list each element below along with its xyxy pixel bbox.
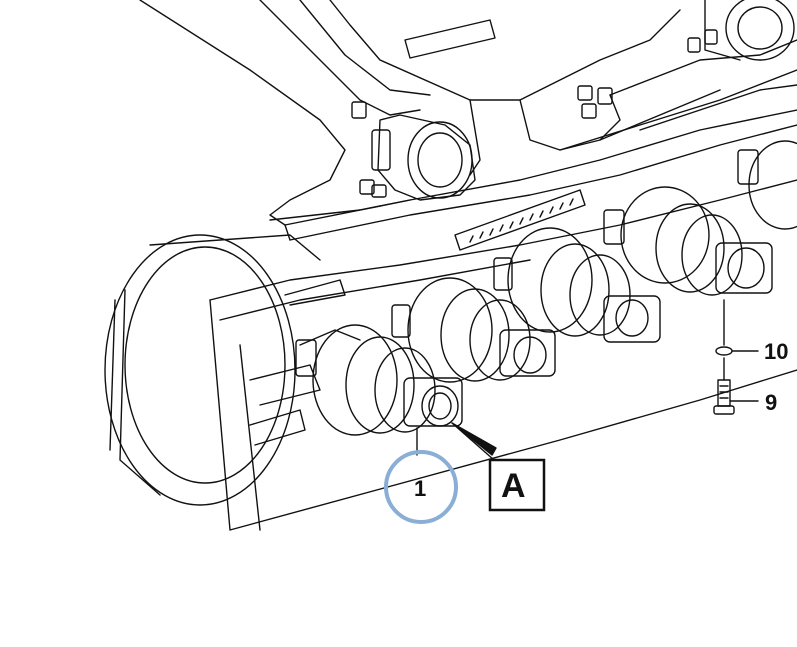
callout-a-label: A bbox=[501, 467, 526, 505]
track-roller-4 bbox=[603, 186, 773, 296]
callout-10-label: 10 bbox=[764, 339, 788, 364]
upper-bolts bbox=[351, 29, 718, 198]
callout-1-label: 1 bbox=[414, 476, 426, 501]
carrier-roller-right bbox=[704, 0, 795, 61]
track-roller-1 bbox=[295, 324, 463, 436]
carrier-roller-left bbox=[371, 114, 476, 201]
callout-highlight-ring bbox=[384, 450, 458, 524]
leader-lines bbox=[416, 422, 497, 461]
bolt-part-9 bbox=[713, 357, 759, 415]
callout-9-label: 9 bbox=[765, 390, 777, 415]
track-frame bbox=[209, 179, 797, 531]
track-roller-3 bbox=[493, 227, 661, 343]
washer-part-10 bbox=[715, 299, 759, 356]
view-a-box bbox=[488, 458, 546, 512]
idler-wheel bbox=[104, 234, 321, 506]
track-roller-2 bbox=[391, 277, 556, 383]
track-roller-5 bbox=[737, 140, 797, 230]
gear-rack bbox=[454, 189, 586, 251]
